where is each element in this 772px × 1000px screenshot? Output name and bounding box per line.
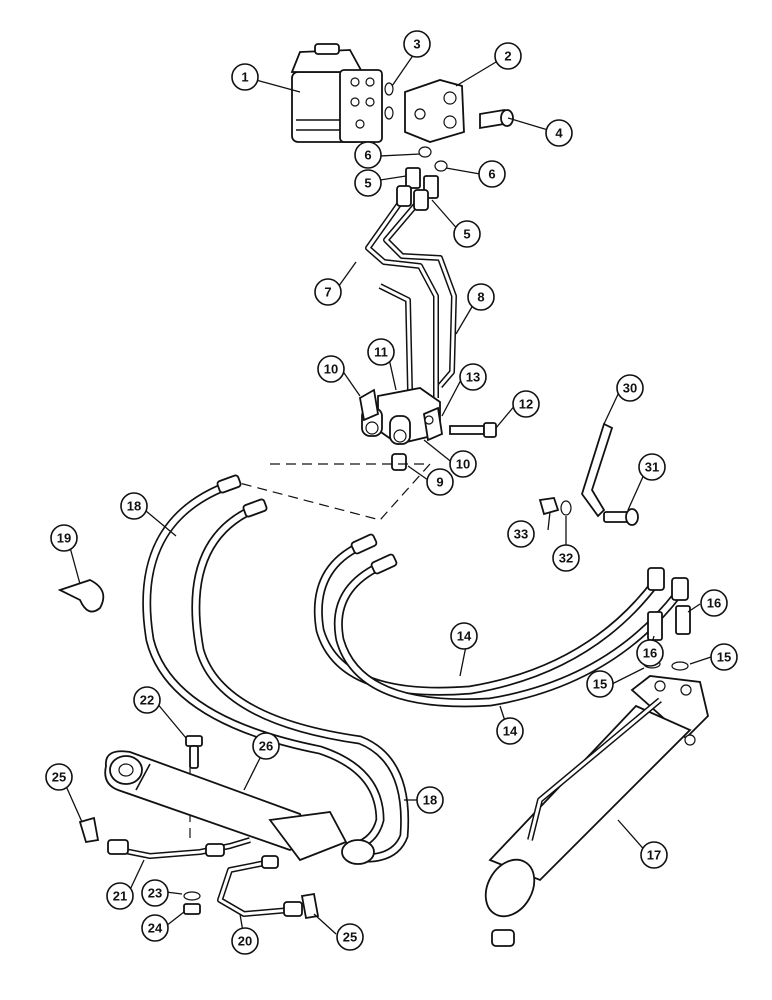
svg-text:7: 7 bbox=[324, 285, 331, 300]
svg-text:10: 10 bbox=[456, 457, 470, 472]
svg-text:12: 12 bbox=[519, 397, 533, 412]
return-hoses bbox=[313, 533, 689, 708]
svg-text:26: 26 bbox=[259, 739, 273, 754]
callout: 4 bbox=[545, 119, 573, 147]
callout: 22 bbox=[133, 686, 161, 714]
svg-text:21: 21 bbox=[113, 889, 127, 904]
bracket bbox=[538, 422, 639, 526]
callout: 5 bbox=[354, 169, 382, 197]
callout: 17 bbox=[640, 841, 668, 869]
callout: 7 bbox=[314, 278, 342, 306]
callout: 11 bbox=[367, 338, 395, 366]
svg-text:13: 13 bbox=[466, 370, 480, 385]
cylinder-hoses bbox=[142, 474, 410, 865]
callout: 16 bbox=[700, 589, 728, 617]
svg-text:15: 15 bbox=[717, 650, 731, 665]
steering-unit bbox=[290, 43, 383, 143]
o-ring bbox=[434, 160, 448, 172]
callout: 19 bbox=[50, 524, 78, 552]
hose-clip bbox=[57, 579, 105, 613]
steering-tubes bbox=[365, 185, 457, 398]
callout: 18 bbox=[120, 492, 148, 520]
svg-text:20: 20 bbox=[238, 934, 252, 949]
callout: 26 bbox=[252, 732, 280, 760]
callout: 33 bbox=[507, 520, 535, 548]
svg-text:22: 22 bbox=[140, 693, 154, 708]
callout: 14 bbox=[450, 622, 478, 650]
svg-text:3: 3 bbox=[413, 37, 420, 52]
callout: 15 bbox=[586, 670, 614, 698]
callout: 10 bbox=[449, 450, 477, 478]
cylinder-tubes bbox=[78, 816, 320, 920]
tee-block bbox=[359, 387, 497, 471]
callout: 14 bbox=[496, 717, 524, 745]
callout: 12 bbox=[512, 390, 540, 418]
svg-text:33: 33 bbox=[514, 527, 528, 542]
callout: 30 bbox=[616, 374, 644, 402]
svg-text:14: 14 bbox=[503, 724, 518, 739]
bolt bbox=[183, 735, 203, 915]
svg-text:6: 6 bbox=[488, 167, 495, 182]
svg-text:11: 11 bbox=[374, 345, 388, 360]
callout: 21 bbox=[106, 882, 134, 910]
callout: 32 bbox=[552, 544, 580, 572]
callout: 2 bbox=[494, 42, 522, 70]
svg-text:5: 5 bbox=[364, 176, 371, 191]
callout: 15 bbox=[710, 643, 738, 671]
callout: 13 bbox=[459, 363, 487, 391]
o-ring bbox=[384, 82, 394, 96]
bolt bbox=[479, 108, 514, 130]
svg-text:23: 23 bbox=[148, 886, 162, 901]
svg-text:1: 1 bbox=[241, 70, 248, 85]
o-ring bbox=[418, 146, 432, 158]
o-ring bbox=[384, 106, 394, 120]
svg-text:25: 25 bbox=[343, 930, 357, 945]
adaptor-block bbox=[404, 79, 465, 143]
svg-text:31: 31 bbox=[645, 460, 659, 475]
callout: 25 bbox=[336, 923, 364, 951]
callout: 31 bbox=[638, 453, 666, 481]
steering-cylinder bbox=[104, 750, 348, 862]
svg-text:25: 25 bbox=[52, 770, 66, 785]
svg-text:4: 4 bbox=[555, 126, 563, 141]
svg-text:32: 32 bbox=[559, 551, 573, 566]
callout: 10 bbox=[317, 355, 345, 383]
callout: 23 bbox=[141, 879, 169, 907]
callout: 3 bbox=[403, 30, 431, 58]
callout: 18 bbox=[416, 786, 444, 814]
svg-text:2: 2 bbox=[504, 49, 511, 64]
svg-text:8: 8 bbox=[477, 290, 484, 305]
callout: 8 bbox=[467, 283, 495, 311]
callout: 6 bbox=[478, 160, 506, 188]
svg-text:18: 18 bbox=[423, 793, 437, 808]
svg-text:15: 15 bbox=[593, 677, 607, 692]
callout: 6 bbox=[354, 141, 382, 169]
svg-text:9: 9 bbox=[436, 475, 443, 490]
svg-text:5: 5 bbox=[463, 227, 470, 242]
callout: 20 bbox=[231, 927, 259, 955]
svg-text:16: 16 bbox=[643, 646, 657, 661]
callout: 1 bbox=[231, 63, 259, 91]
assembly-line bbox=[227, 463, 432, 521]
svg-text:16: 16 bbox=[707, 596, 721, 611]
callout: 9 bbox=[426, 468, 454, 496]
svg-text:30: 30 bbox=[623, 381, 637, 396]
svg-text:6: 6 bbox=[364, 148, 371, 163]
svg-text:19: 19 bbox=[57, 531, 71, 546]
callout: 16 bbox=[636, 639, 664, 667]
svg-text:10: 10 bbox=[324, 362, 338, 377]
callout: 24 bbox=[141, 914, 169, 942]
steering-cylinder bbox=[484, 675, 709, 947]
callout: 25 bbox=[45, 763, 73, 791]
svg-text:14: 14 bbox=[457, 629, 472, 644]
callout: 5 bbox=[453, 220, 481, 248]
svg-text:24: 24 bbox=[148, 921, 163, 936]
svg-text:18: 18 bbox=[127, 499, 141, 514]
svg-text:17: 17 bbox=[647, 848, 661, 863]
